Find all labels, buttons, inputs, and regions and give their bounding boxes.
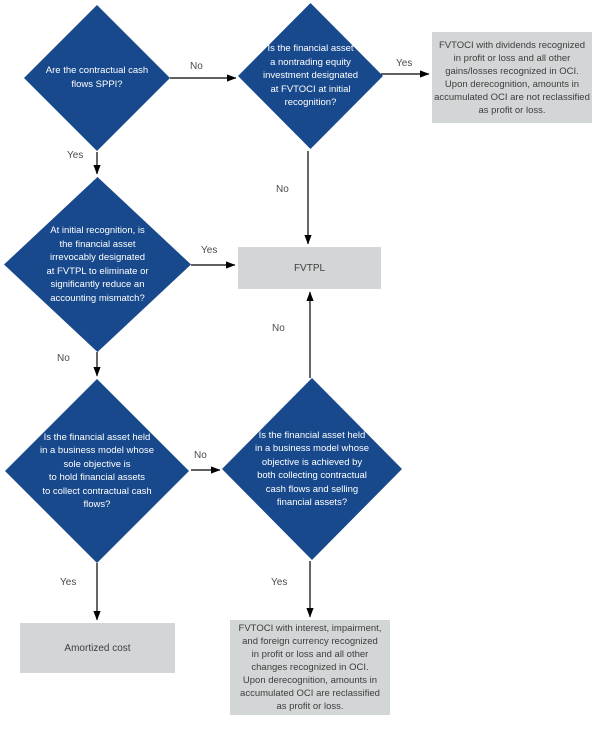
- edge-label-yes: Yes: [201, 245, 218, 256]
- decision-sppi-text: Are the contractual cash flows SPPI?: [45, 64, 149, 91]
- edge-label-yes: Yes: [67, 150, 84, 161]
- decision-hold-to-collect-text: Is the financial asset held in a busines…: [39, 431, 155, 511]
- outcome-fvtoci-interest: FVTOCI with interest, impairment, and fo…: [230, 620, 390, 715]
- decision-nontrading-equity-fvtoci: Is the financial asset a nontrading equi…: [238, 3, 383, 149]
- decision-sppi: Are the contractual cash flows SPPI?: [24, 5, 170, 151]
- decision-fvtpl-designation-text: At initial recognition, is the financial…: [46, 225, 149, 304]
- outcome-fvtoci-dividends: FVTOCI with dividends recognized in prof…: [432, 32, 592, 123]
- decision-collect-and-sell-text: Is the financial asset held in a busines…: [254, 429, 370, 509]
- edge-label-no: No: [190, 61, 203, 72]
- edge-label-no: No: [272, 323, 285, 334]
- decision-collect-and-sell: Is the financial asset held in a busines…: [222, 378, 402, 560]
- outcome-amortized-cost: Amortized cost: [20, 623, 175, 673]
- decision-fvtpl-designation: At initial recognition, is the financial…: [4, 177, 191, 352]
- edge-label-no: No: [194, 450, 207, 461]
- edge-label-yes: Yes: [396, 58, 413, 69]
- edge-label-yes: Yes: [271, 577, 288, 588]
- decision-nontrading-equity-text: Is the financial asset a nontrading equi…: [262, 43, 359, 109]
- decision-hold-to-collect: Is the financial asset held in a busines…: [5, 379, 189, 563]
- outcome-fvtpl: FVTPL: [238, 247, 381, 289]
- edge-label-no: No: [57, 353, 70, 364]
- edge-label-yes: Yes: [60, 577, 77, 588]
- edge-label-no: No: [276, 184, 289, 195]
